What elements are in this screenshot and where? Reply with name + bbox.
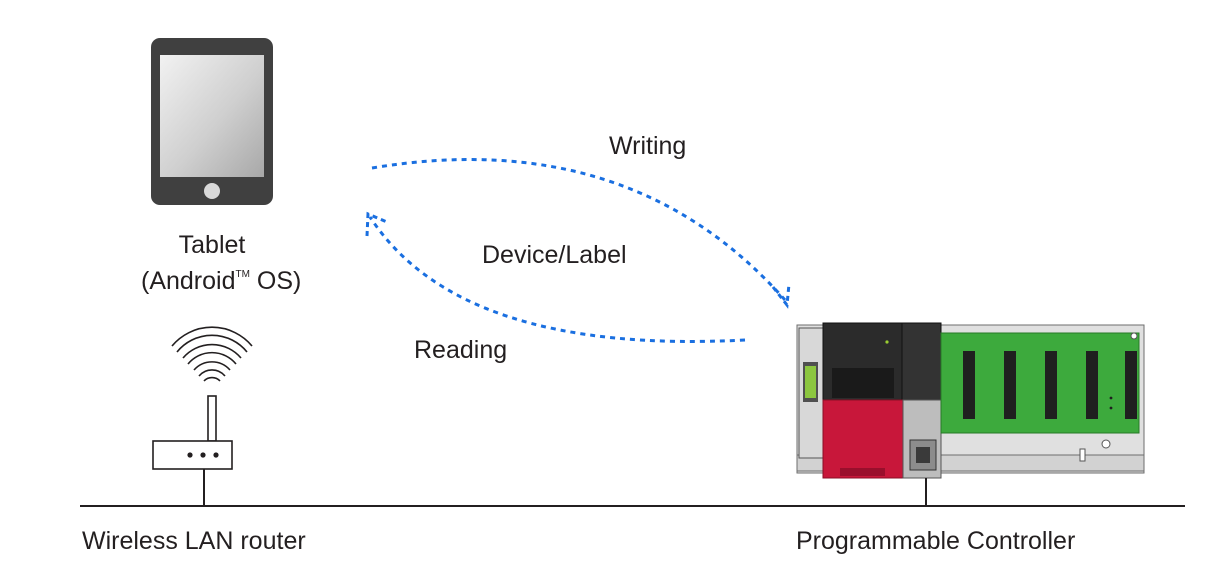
trademark-mark: TM (235, 269, 250, 280)
device-label-label: Device/Label (482, 241, 627, 269)
reading-arrowhead (365, 211, 388, 237)
controller-label: Programmable Controller (796, 527, 1076, 555)
reading-arrow (368, 216, 746, 343)
plc-icon (796, 322, 1145, 506)
writing-label: Writing (609, 132, 687, 160)
router-label: Wireless LAN router (82, 527, 306, 555)
tablet-label: Tablet (162, 233, 262, 258)
tablet-os-suffix: OS) (249, 267, 302, 295)
reading-label: Reading (414, 336, 508, 364)
tablet-icon (151, 38, 273, 205)
tablet-label-line1: Tablet (178, 231, 246, 259)
wifi-icon (171, 326, 253, 382)
tablet-os-prefix: (Android (141, 267, 236, 295)
writing-arrowhead (771, 283, 791, 309)
tablet-os-label: (AndroidTM OS) (141, 269, 301, 294)
router-icon (152, 395, 233, 506)
writing-arrow (371, 158, 787, 301)
